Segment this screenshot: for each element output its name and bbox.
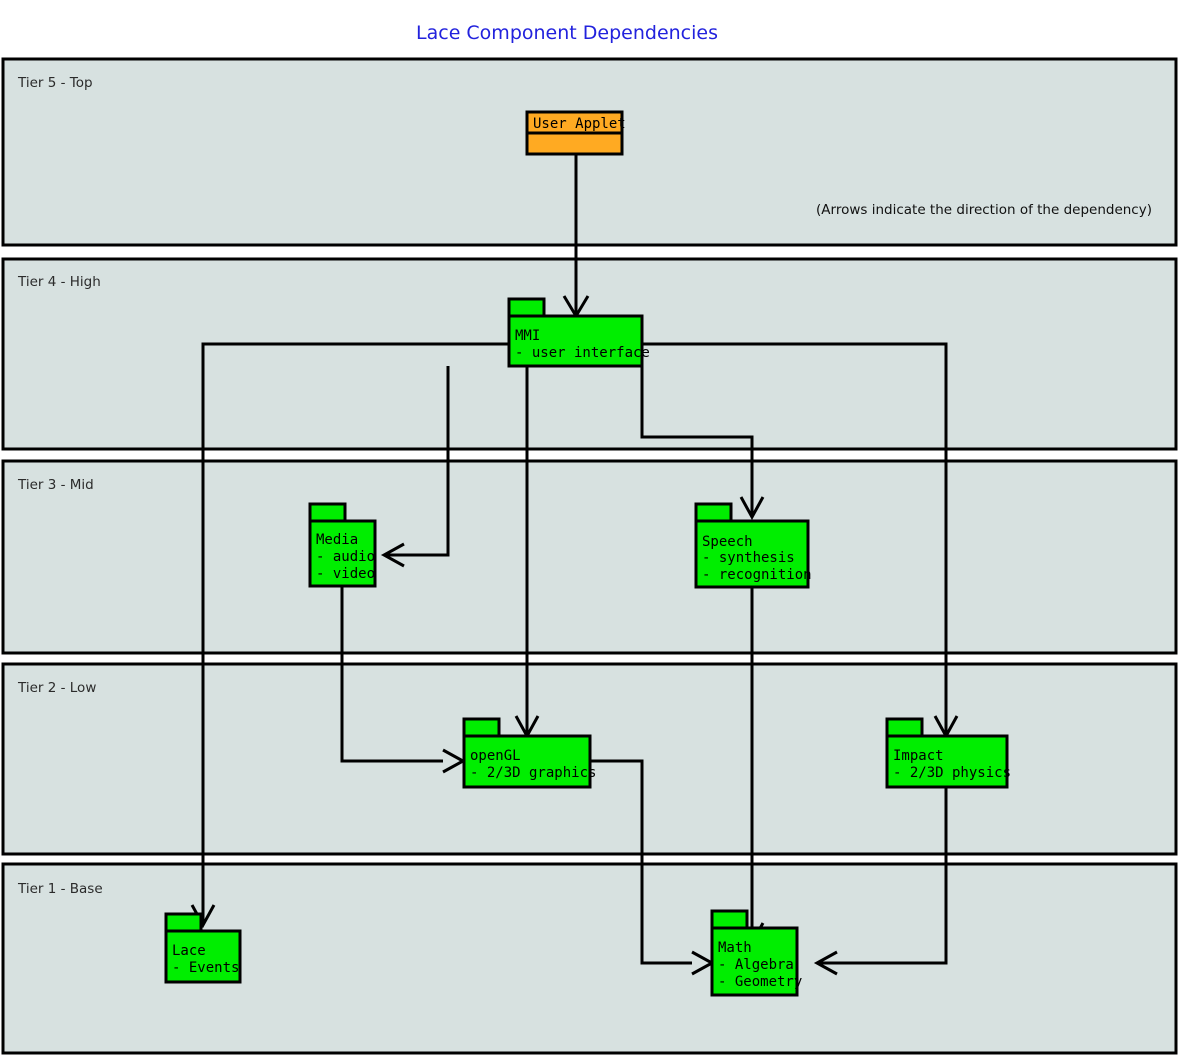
arrowhead-speech-top xyxy=(739,496,765,521)
tier-label-tier3: Tier 3 - Mid xyxy=(17,477,94,493)
package-math[interactable]: Math - Algebra - Geometry xyxy=(710,909,802,997)
lace-detail-0: - Events xyxy=(172,960,239,976)
tier-label-tier4: Tier 4 - High xyxy=(17,274,101,290)
package-user-applet[interactable]: User Applet xyxy=(525,110,626,156)
tier-label-tier1: Tier 1 - Base xyxy=(17,881,103,897)
package-opengl[interactable]: openGL - 2/3D graphics xyxy=(462,717,596,789)
connector-mmi-to-speech xyxy=(640,366,754,517)
opengl-detail-0: - 2/3D graphics xyxy=(470,765,596,781)
package-mmi[interactable]: MMI - user interface xyxy=(507,297,650,368)
opengl-body xyxy=(462,734,592,789)
speech-detail-1: - recognition xyxy=(702,567,812,583)
page-title: Lace Component Dependencies xyxy=(416,22,718,44)
user-applet-name: User Applet xyxy=(533,116,626,132)
connector-media-to-opengl xyxy=(340,586,443,763)
legend-note: (Arrows indicate the direction of the de… xyxy=(816,202,1152,218)
media-name: Media xyxy=(316,532,358,548)
speech-name: Speech xyxy=(702,534,753,550)
media-detail-1: - video xyxy=(316,566,375,582)
tier-panel-tier3 xyxy=(1,459,1178,655)
arrowhead-media-right xyxy=(380,542,405,568)
opengl-name: openGL xyxy=(470,748,521,764)
mmi-body xyxy=(507,314,644,368)
math-detail-0: - Algebra xyxy=(718,957,794,973)
media-detail-0: - audio xyxy=(316,549,375,565)
media-body xyxy=(308,519,377,588)
mmi-name: MMI xyxy=(515,328,540,344)
math-body xyxy=(710,926,799,997)
math-name: Math xyxy=(718,940,752,956)
connector-mmi-to-impact xyxy=(642,342,948,736)
package-media[interactable]: Media - audio - video xyxy=(308,502,377,588)
connector-mmi-to-lace xyxy=(201,342,510,925)
arrowhead-lace-top xyxy=(190,904,216,929)
package-impact[interactable]: Impact - 2/3D physics xyxy=(885,717,1011,789)
connector-opengl-to-math xyxy=(590,759,692,965)
tier-label-tier2: Tier 2 - Low xyxy=(17,680,96,696)
speech-detail-0: - synthesis xyxy=(702,550,795,566)
tier-label-tier5: Tier 5 - Top xyxy=(17,75,93,91)
impact-name: Impact xyxy=(893,748,944,764)
lace-body xyxy=(164,929,242,984)
connector-mmi-to-media xyxy=(384,366,450,557)
speech-body xyxy=(694,519,810,589)
mmi-detail-0: - user interface xyxy=(515,345,650,361)
arrowhead-math-right xyxy=(813,950,838,976)
package-speech[interactable]: Speech - synthesis - recognition xyxy=(694,502,812,589)
user-applet-body xyxy=(525,131,624,156)
lace-name: Lace xyxy=(172,943,206,959)
impact-body xyxy=(885,734,1009,789)
impact-detail-0: - 2/3D physics xyxy=(893,765,1011,781)
math-detail-1: - Geometry xyxy=(718,974,802,990)
connector-impact-to-math xyxy=(817,788,948,965)
package-lace[interactable]: Lace - Events xyxy=(164,912,242,984)
